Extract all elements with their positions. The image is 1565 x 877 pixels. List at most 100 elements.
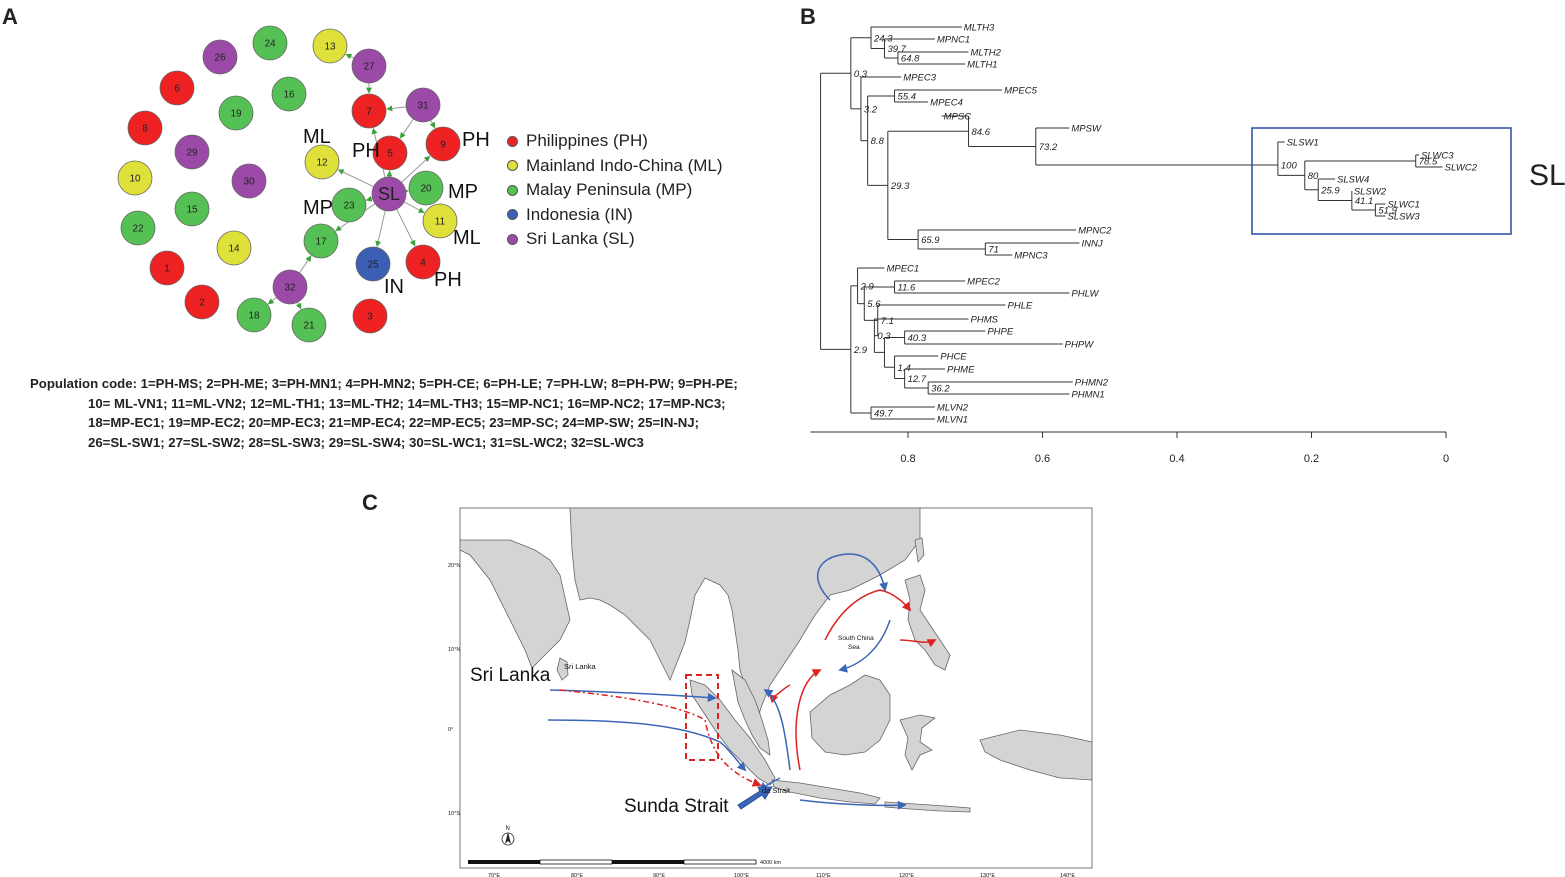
network-node: 17 xyxy=(303,223,339,259)
tree-support-value: 78.5 xyxy=(1419,157,1438,168)
network-node: 22 xyxy=(120,210,156,246)
network-node: 24 xyxy=(252,25,288,61)
network-node: 5 xyxy=(372,135,408,171)
latitude-tick-label: 20°N xyxy=(448,563,460,569)
tree-support-value: 39.7 xyxy=(887,44,906,55)
network-node: 14 xyxy=(216,230,252,266)
network-edge xyxy=(299,255,312,274)
network-node: 26 xyxy=(202,39,238,75)
legend-entry: Mainland Indo-China (ML) xyxy=(507,156,723,176)
network-node-label: 26 xyxy=(214,53,226,64)
north-arrow-icon xyxy=(501,832,515,846)
network-node-label: 23 xyxy=(343,201,355,212)
region-label: PH xyxy=(462,129,490,151)
tree-leaf-label: MPNC3 xyxy=(1014,251,1048,262)
tree-support-value: 71 xyxy=(988,245,999,256)
sri-lanka-small-label: Sri Lanka xyxy=(564,662,597,671)
sumatra-landmass xyxy=(689,679,776,786)
network-node: 1 xyxy=(149,250,185,286)
network-node-label: 16 xyxy=(283,90,295,101)
tree-leaf-label: SLSW1 xyxy=(1287,138,1319,149)
legend-entry: Malay Peninsula (MP) xyxy=(507,180,692,200)
network-node-label: 6 xyxy=(174,84,180,95)
network-node-label: 15 xyxy=(186,205,198,216)
network-node: 20 xyxy=(408,170,444,206)
network-node-label: 13 xyxy=(324,42,336,53)
longitude-tick-label: 110°E xyxy=(816,873,831,877)
sunda-strait-pointer-arrow xyxy=(737,786,773,810)
tree-leaf-label: MLVN2 xyxy=(937,403,969,414)
network-node-label: 30 xyxy=(243,177,255,188)
north-label: N xyxy=(506,826,510,832)
region-label: PH xyxy=(434,269,462,291)
network-node-label: 9 xyxy=(440,140,446,151)
borneo-landmass xyxy=(809,674,891,756)
network-node: 30 xyxy=(231,163,267,199)
network-node: 18 xyxy=(236,297,272,333)
network-node: 7 xyxy=(351,93,387,129)
tree-leaf-label: SLSW2 xyxy=(1354,187,1387,198)
tree-leaf-label: PHME xyxy=(947,365,975,376)
tree-leaf-label: PHCE xyxy=(940,352,967,363)
network-node-label: 4 xyxy=(420,258,426,269)
tree-support-value: 2.9 xyxy=(860,281,875,292)
tree-leaf-label: PHPW xyxy=(1065,340,1095,351)
sri-lanka-clade-box xyxy=(1251,127,1512,235)
tree-support-value: 55.4 xyxy=(898,92,917,103)
network-node-label: 19 xyxy=(230,109,242,120)
network-node-label: 2 xyxy=(199,298,205,309)
network-edge xyxy=(401,155,431,183)
longitude-tick-label: 140°E xyxy=(1060,873,1075,877)
tree-leaf-label: INNJ xyxy=(1081,239,1102,250)
tree-support-value: 100 xyxy=(1281,161,1298,172)
tree-leaf-label: MPEC5 xyxy=(1004,86,1037,97)
network-node-label: 21 xyxy=(303,321,315,332)
network-node: 27 xyxy=(351,48,387,84)
network-edge xyxy=(295,301,302,310)
population-code-line: Population code: 1=PH-MS; 2=PH-ME; 3=PH-… xyxy=(30,376,738,391)
blue-current-arrow xyxy=(547,719,747,772)
tree-leaf-label: MPEC1 xyxy=(886,264,919,275)
network-node-label: 22 xyxy=(132,224,144,235)
network-node: 25 xyxy=(355,246,391,282)
tree-leaf-label: MLTH3 xyxy=(964,23,995,34)
network-node: 32 xyxy=(272,269,308,305)
new-guinea-landmass xyxy=(979,729,1093,781)
network-node-label: 14 xyxy=(228,244,240,255)
red-dashed-current-arrow xyxy=(559,689,762,787)
longitude-tick-label: 70°E xyxy=(488,873,500,877)
legend-swatch xyxy=(507,160,518,171)
tree-support-value: 51.9 xyxy=(1378,206,1397,217)
network-node-label: 29 xyxy=(186,148,198,159)
blue-current-arrow xyxy=(838,619,891,673)
network-node: 6 xyxy=(159,70,195,106)
tree-support-value: 3.2 xyxy=(864,104,878,115)
tree-support-value: 1.4 xyxy=(898,363,911,374)
population-code-line: 18=MP-EC1; 19=MP-EC2; 20=MP-EC3; 21=MP-E… xyxy=(88,415,699,430)
sulawesi-landmass xyxy=(899,714,936,771)
south-china-sea-label: Sea xyxy=(848,644,860,651)
network-node-label: 12 xyxy=(316,158,328,169)
tree-support-value: 5.6 xyxy=(867,299,881,310)
network-node-label: 27 xyxy=(363,62,375,73)
legend-swatch xyxy=(507,209,518,220)
sri-lanka-label: Sri Lanka xyxy=(470,665,551,686)
legend-swatch xyxy=(507,184,518,196)
network-edge xyxy=(429,119,436,129)
taiwan-landmass xyxy=(914,537,925,563)
network-node: 23 xyxy=(331,187,367,223)
tree-leaf-label: SLWC1 xyxy=(1387,200,1419,211)
network-node-label: 24 xyxy=(264,39,276,50)
panel-a-letter: A xyxy=(2,4,18,29)
tree-support-value: 11.6 xyxy=(898,283,917,294)
sunda-strait-label: Sunda Strait xyxy=(624,796,729,817)
panel-c-letter: C xyxy=(362,490,378,515)
phylogenetic-tree: MLTH3MPNC1MLTH2MLTH164.839.724.3MPEC3MPE… xyxy=(810,23,1565,465)
region-label: MP xyxy=(448,181,478,203)
south-china-sea-label: South China xyxy=(838,635,874,642)
sri-lanka-route-highlight-box xyxy=(685,674,719,761)
network-node: 21 xyxy=(291,307,327,343)
longitude-tick-label: 90°E xyxy=(653,873,665,877)
